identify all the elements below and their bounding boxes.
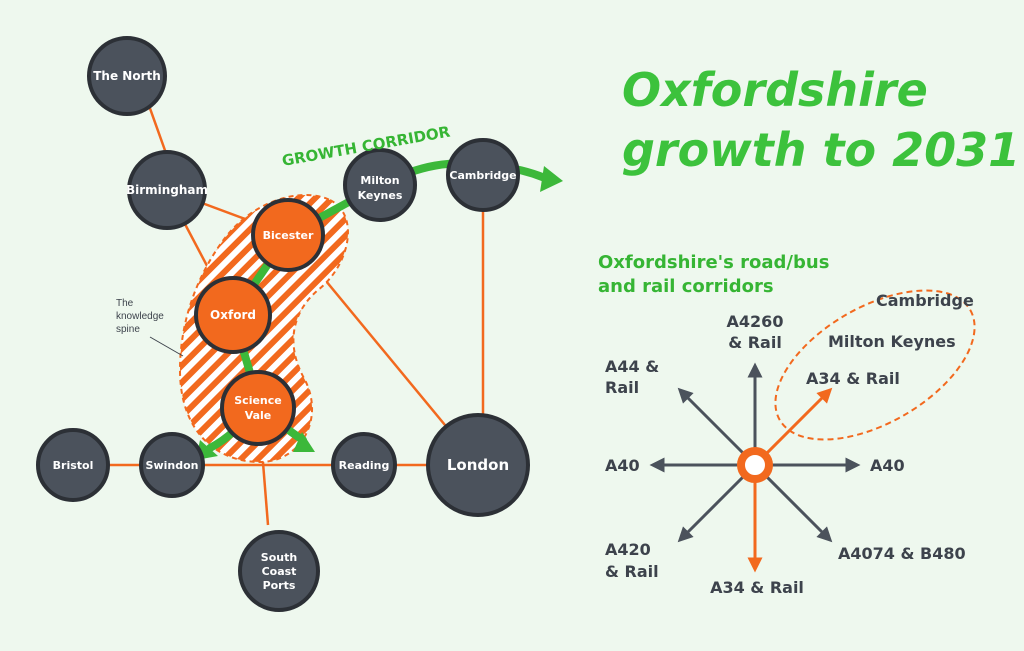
- knowledge-spine-pointer: [149, 336, 184, 357]
- label-a4260-line1: A4260: [727, 312, 784, 331]
- node-label-the-north: The North: [93, 69, 161, 83]
- node-label-science: Science: [234, 394, 282, 407]
- title-line1: Oxfordshire: [622, 63, 928, 117]
- node-reading: Reading: [331, 432, 397, 498]
- label-ne-milton-keynes: Milton Keynes: [828, 332, 956, 351]
- node-label-coast: Coast: [262, 565, 297, 578]
- corridors-heading-line2: and rail corridors: [598, 276, 774, 297]
- node-label-bristol: Bristol: [53, 459, 94, 472]
- growth-arrow-reading-icon: [293, 432, 315, 452]
- node-label-keynes: Keynes: [358, 189, 403, 202]
- label-a34-south: A34 & Rail: [710, 578, 804, 597]
- knowledge-spine-label: The knowledge spine: [116, 298, 184, 357]
- node-london: London: [426, 413, 530, 517]
- label-a40-west: A40: [605, 456, 640, 475]
- growth-arrow-east-icon: [540, 166, 563, 192]
- label-a4074: A4074 & B480: [838, 544, 966, 563]
- knowledge-spine-line2: knowledge: [116, 311, 164, 322]
- node-label-ports: Ports: [263, 579, 296, 592]
- label-a34-ne: A34 & Rail: [806, 369, 900, 388]
- node-birmingham: Birmingham: [126, 150, 208, 230]
- node-label-bicester: Bicester: [263, 229, 314, 242]
- corridors-heading-line1: Oxfordshire's road/bus: [598, 252, 829, 273]
- knowledge-spine-line3: spine: [116, 324, 140, 335]
- label-a420-line2: & Rail: [605, 562, 659, 581]
- ne-destinations-ellipse: [774, 289, 976, 441]
- node-label-oxford: Oxford: [210, 308, 256, 322]
- node-label-swindon: Swindon: [146, 459, 199, 472]
- knowledge-spine-line1: The: [116, 298, 134, 309]
- node-label-vale: Vale: [245, 409, 272, 422]
- node-label-south: South: [261, 551, 297, 564]
- node-label-birmingham: Birmingham: [126, 183, 208, 197]
- oxfordshire-hub-icon: [737, 447, 773, 483]
- link-north-birmingham: [145, 99, 169, 157]
- node-bicester: Bicester: [251, 198, 325, 272]
- node-south-coast-ports: South Coast Ports: [238, 530, 320, 612]
- node-bristol: Bristol: [36, 428, 110, 502]
- node-cambridge: Cambridge: [446, 138, 520, 212]
- label-a420-line1: A420: [605, 540, 651, 559]
- node-label-cambridge: Cambridge: [449, 169, 516, 182]
- node-label-reading: Reading: [339, 459, 390, 472]
- node-oxford: Oxford: [194, 276, 272, 354]
- label-a40-east: A40: [870, 456, 905, 475]
- title-line2: growth to 2031: [622, 123, 1020, 177]
- label-a44-line1: A44 &: [605, 357, 659, 376]
- label-a44-line2: Rail: [605, 378, 639, 397]
- node-the-north: The North: [87, 36, 167, 116]
- node-milton-keynes: Milton Keynes: [343, 148, 417, 222]
- node-science-vale: Science Vale: [220, 370, 296, 446]
- node-label-milton: Milton: [360, 174, 399, 187]
- node-swindon: Swindon: [139, 432, 205, 498]
- label-a4260-line2: & Rail: [728, 333, 782, 352]
- label-ne-cambridge: Cambridge: [876, 291, 974, 310]
- node-label-london: London: [447, 456, 509, 474]
